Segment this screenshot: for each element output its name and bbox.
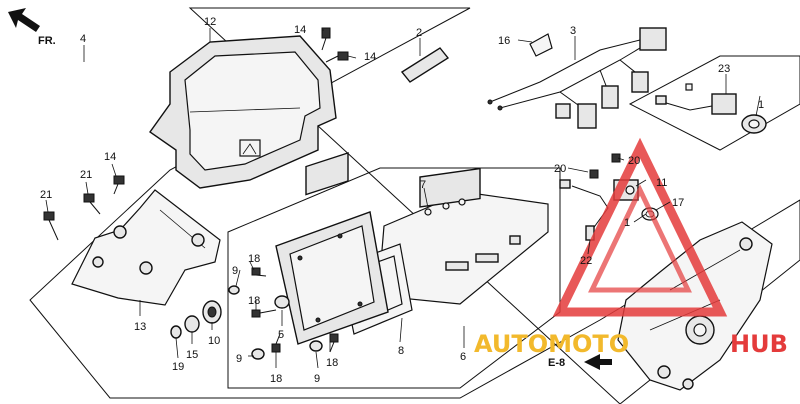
meter-case xyxy=(149,35,337,189)
rubber-tube xyxy=(400,47,450,83)
screw-18-b xyxy=(251,309,277,318)
watermark-text-hub: HUB xyxy=(730,330,788,358)
reference-arrow-icon xyxy=(584,354,612,370)
callout-16: 16 xyxy=(498,35,510,47)
meter-panel xyxy=(381,167,549,305)
bolt-20-left xyxy=(589,169,599,179)
callout-14-left: 14 xyxy=(104,151,116,163)
watermark-text-automoto: AUTOMOTO xyxy=(474,330,629,358)
meter-base xyxy=(275,152,389,345)
direction-label: FR. xyxy=(38,35,56,47)
callout-15: 15 xyxy=(186,349,198,361)
bracket xyxy=(71,189,221,306)
callout-14-mid: 14 xyxy=(364,51,376,63)
callout-3: 3 xyxy=(570,25,576,37)
callout-13: 13 xyxy=(134,321,146,333)
spacer-19 xyxy=(170,325,182,339)
screw-18-d xyxy=(329,333,339,353)
sensor xyxy=(655,83,767,134)
callout-14-top: 14 xyxy=(294,24,306,36)
leader-lines xyxy=(45,28,761,369)
callout-9-a: 9 xyxy=(232,265,238,277)
callout-5: 5 xyxy=(278,329,284,341)
callout-1-mid: 1 xyxy=(624,217,630,229)
front-direction-arrow-icon xyxy=(8,8,40,32)
callout-21-right: 21 xyxy=(80,169,92,181)
callout-18-a: 18 xyxy=(248,253,260,265)
screw-9-b xyxy=(251,348,265,360)
callout-2: 2 xyxy=(416,27,422,39)
watermark-logo: AUTOMOTO HUB xyxy=(474,137,788,358)
screw-18-a xyxy=(251,267,267,277)
callout-18-c: 18 xyxy=(270,373,282,385)
callout-4: 4 xyxy=(80,33,86,45)
callout-18-b: 18 xyxy=(248,295,260,307)
screw-9-a xyxy=(228,285,240,295)
callout-22: 22 xyxy=(580,255,592,267)
screw-14-top xyxy=(321,27,331,51)
callout-18-d: 18 xyxy=(326,357,338,369)
meter-frame xyxy=(227,167,561,389)
callout-11: 11 xyxy=(656,177,667,189)
callout-1-top: 1 xyxy=(758,99,764,111)
bolt-21-right xyxy=(83,193,101,215)
screw-9-c xyxy=(309,340,323,352)
knob-10 xyxy=(202,300,222,324)
grommet-5 xyxy=(274,295,290,309)
callout-21-left: 21 xyxy=(40,189,52,201)
engine-case xyxy=(617,221,773,391)
reference-label: E-8 xyxy=(548,357,565,369)
callout-9-b: 9 xyxy=(236,353,242,365)
callout-7: 7 xyxy=(420,179,426,191)
callout-20-right: 20 xyxy=(628,155,640,167)
bolt-20-right xyxy=(611,153,621,163)
bolt-21-left xyxy=(43,211,59,241)
sensor-frame xyxy=(628,55,800,151)
wire-harness xyxy=(487,27,667,129)
callout-9-c: 9 xyxy=(314,373,320,385)
callout-20-left: 20 xyxy=(554,163,566,175)
washer-15 xyxy=(184,315,200,333)
callout-23: 23 xyxy=(718,63,730,75)
harness-clip xyxy=(529,33,553,57)
callout-10: 10 xyxy=(208,335,220,347)
screw-14-mid xyxy=(325,51,349,63)
callout-12: 12 xyxy=(204,16,216,28)
bolt-14-left xyxy=(113,175,125,195)
callout-8: 8 xyxy=(398,345,404,357)
callout-17: 17 xyxy=(672,197,684,209)
callout-6: 6 xyxy=(460,351,466,363)
callout-19: 19 xyxy=(172,361,184,373)
